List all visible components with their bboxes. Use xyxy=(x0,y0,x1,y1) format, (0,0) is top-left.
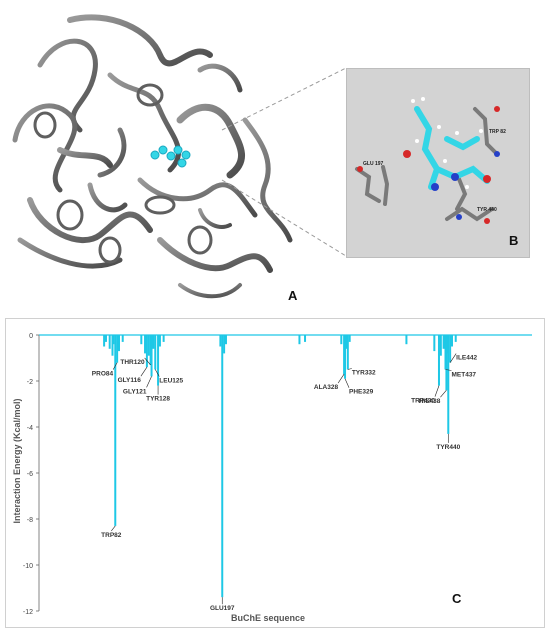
leader-line xyxy=(140,367,148,377)
energy-bar xyxy=(405,335,408,345)
residue-label-phe329: PHE329 xyxy=(349,389,374,396)
binding-site-image xyxy=(355,97,500,224)
energy-bar xyxy=(103,335,106,347)
energy-bar xyxy=(152,335,155,349)
binding-site-inset: GLU 197 TRP 82 TYR 440 B xyxy=(346,68,530,258)
leader-line xyxy=(144,357,151,366)
leader-line xyxy=(337,373,345,384)
residue-label-trp430: TRP430 xyxy=(411,398,435,405)
ligand-molecule xyxy=(150,145,191,168)
energy-bar xyxy=(304,335,307,342)
structure-panel: A xyxy=(0,0,550,310)
leader-line xyxy=(440,390,447,398)
energy-bar-tyr332 xyxy=(346,335,349,370)
energy-bar xyxy=(298,335,301,345)
energy-bar-tyr128 xyxy=(157,335,160,386)
leader-line xyxy=(155,369,160,377)
energy-bar-leu125 xyxy=(154,335,157,370)
residue-label-thr120: THR120 xyxy=(120,359,145,366)
energy-bar xyxy=(433,335,436,352)
energy-bar xyxy=(140,335,143,345)
inset-label-tyr440: TYR 440 xyxy=(477,207,497,213)
panel-label-a: A xyxy=(288,288,298,303)
x-axis-label: BuChE sequence xyxy=(231,613,305,623)
energy-bar xyxy=(147,335,150,356)
energy-bar xyxy=(104,335,107,342)
residue-label-trp82: TRP82 xyxy=(101,532,122,539)
energy-bar xyxy=(451,335,454,347)
leader-line xyxy=(347,368,352,370)
energy-bar-trp430 xyxy=(437,335,440,386)
y-axis-label: Interaction Energy (Kcal/mol) xyxy=(12,398,22,523)
residue-label-tyr440: TYR440 xyxy=(436,444,460,451)
energy-bar-gly116 xyxy=(145,335,148,368)
energy-bar-his438 xyxy=(445,335,448,391)
energy-bar-trp82 xyxy=(114,335,117,526)
leader-line xyxy=(434,385,440,397)
energy-bar-pro84 xyxy=(116,335,119,363)
energy-bar xyxy=(454,335,457,342)
residue-label-his438: HIS438 xyxy=(419,398,441,405)
energy-bar xyxy=(442,335,445,349)
energy-bar-glu197 xyxy=(221,335,224,598)
energy-bar xyxy=(121,335,124,342)
energy-bar-phe329 xyxy=(344,335,347,379)
y-tick-label: -6 xyxy=(27,471,33,478)
energy-bar xyxy=(348,335,351,342)
residue-label-ile442: ILE442 xyxy=(456,355,477,362)
leader-line xyxy=(445,369,452,371)
leader-line xyxy=(112,362,118,370)
leader-line xyxy=(449,353,457,363)
inset-label-trp82: TRP 82 xyxy=(489,129,506,135)
energy-bar-ile442 xyxy=(449,335,452,363)
energy-bar xyxy=(158,335,161,347)
y-tick-label: 0 xyxy=(29,333,33,340)
residue-label-gly116: GLY116 xyxy=(118,377,142,384)
residue-label-ala328: ALA328 xyxy=(314,384,339,391)
residue-label-tyr332: TYR332 xyxy=(352,370,376,377)
y-tick-label: -12 xyxy=(23,609,33,616)
residue-label-glu197: GLU197 xyxy=(210,605,235,612)
residue-label-tyr128: TYR128 xyxy=(146,396,170,403)
y-tick-label: -2 xyxy=(27,379,33,386)
inset-label-glu197: GLU 197 xyxy=(363,161,384,167)
protein-ribbon-image xyxy=(12,14,347,299)
residue-label-pro84: PRO84 xyxy=(92,371,114,378)
energy-bar xyxy=(117,335,120,352)
energy-bar-gly121 xyxy=(150,335,153,377)
energy-bar xyxy=(340,335,343,345)
y-tick-label: -8 xyxy=(27,517,33,524)
y-tick-label: -10 xyxy=(23,563,33,570)
energy-bar xyxy=(219,335,222,347)
residue-label-gly121: GLY121 xyxy=(123,388,147,395)
energy-bar xyxy=(162,335,165,342)
energy-bar xyxy=(112,335,115,345)
energy-bar xyxy=(144,335,147,354)
leader-line xyxy=(344,378,350,388)
y-tick-label: -4 xyxy=(27,425,33,432)
panel-label-c: C xyxy=(452,591,462,606)
residue-label-met437: MET437 xyxy=(451,372,476,379)
energy-bar xyxy=(223,335,226,354)
energy-bar xyxy=(224,335,227,345)
energy-bar xyxy=(108,335,111,349)
energy-bar-tyr440 xyxy=(447,335,450,434)
leader-line xyxy=(111,525,116,532)
energy-bar xyxy=(439,335,442,356)
residue-label-leu125: LEU125 xyxy=(159,378,183,385)
energy-bar xyxy=(111,335,114,356)
panel-label-b: B xyxy=(509,233,519,248)
leader-line xyxy=(146,376,152,388)
